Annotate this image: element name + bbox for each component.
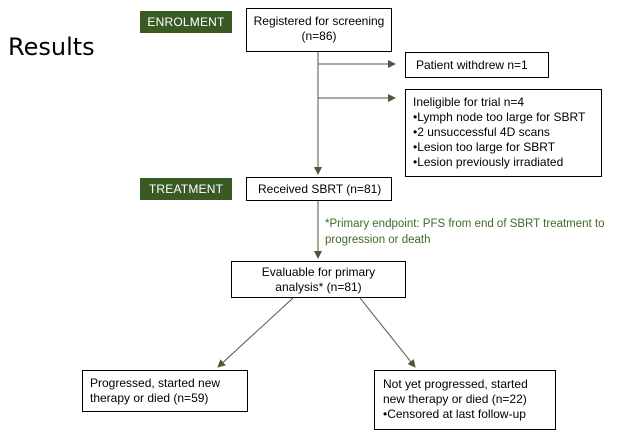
withdrew-box: Patient withdrew n=1 [405, 52, 549, 78]
evaluable-line1: Evaluable for primary [261, 265, 376, 279]
enrolment-stage-label: ENROLMENT [140, 11, 232, 33]
received-box: Received SBRT (n=81) [246, 177, 392, 201]
registered-line1: Registered for screening [253, 14, 385, 28]
not-progressed-line1: Not yet progressed, started [383, 377, 528, 391]
registered-box: Registered for screening (n=86) [246, 8, 392, 52]
received-text: Received SBRT (n=81) [258, 182, 382, 196]
page-title: Results [8, 33, 95, 61]
ineligible-title: Ineligible for trial n=4 [413, 95, 525, 109]
list-item: Lesion previously irradiated [413, 155, 601, 170]
list-item: Lymph node too large for SBRT [413, 110, 601, 125]
evaluable-box: Evaluable for primary analysis* (n=81) [231, 261, 406, 298]
not-progressed-box: Not yet progressed, started new therapy … [374, 370, 556, 430]
treatment-stage-label: TREATMENT [140, 178, 232, 200]
not-progressed-line2: new therapy or died (n=22) [383, 392, 527, 406]
evaluable-to-not-progressed-connector [359, 297, 416, 368]
withdrew-text: Patient withdrew n=1 [416, 58, 528, 72]
progressed-line1: Progressed, started new [90, 376, 221, 390]
note-line2: progression or death [325, 234, 431, 246]
list-item: Lesion too large for SBRT [413, 140, 601, 155]
not-progressed-list: Censored at last follow-up [383, 407, 555, 422]
ineligible-box: Ineligible for trial n=4 Lymph node too … [405, 89, 602, 177]
list-item: Censored at last follow-up [383, 407, 555, 422]
primary-endpoint-note: *Primary endpoint: PFS from end of SBRT … [325, 216, 643, 248]
evaluable-line2: analysis* (n=81) [275, 280, 362, 294]
progressed-box: Progressed, started new therapy or died … [82, 370, 248, 412]
list-item: 2 unsuccessful 4D scans [413, 125, 601, 140]
progressed-line2: therapy or died (n=59) [90, 391, 209, 405]
evaluable-to-progressed-connector [217, 297, 294, 368]
note-line1: *Primary endpoint: PFS from end of SBRT … [325, 218, 605, 230]
ineligible-reasons-list: Lymph node too large for SBRT 2 unsucces… [413, 110, 601, 170]
registered-line2: (n=86) [301, 29, 337, 43]
